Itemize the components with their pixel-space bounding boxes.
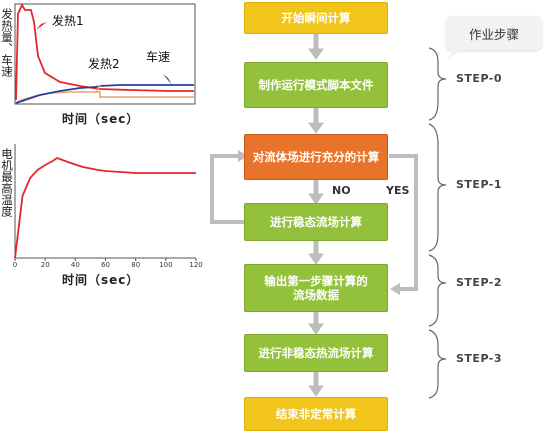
chart2-series-temperature (14, 156, 196, 259)
step-create-script: 制作运行模式脚本文件 (244, 62, 388, 108)
chart1-plot-area (14, 3, 196, 105)
step-brackets (428, 47, 447, 399)
chart1-callout-heat2 (95, 84, 102, 94)
chart1-series-speed (15, 84, 194, 104)
label-step2: STEP-2 (456, 276, 503, 289)
label-step1: STEP-1 (456, 178, 503, 191)
no-loop-connector (210, 154, 244, 224)
chart2-tick-label: 80 (131, 261, 141, 269)
chart1-label-heat1: 发热1 (52, 14, 84, 28)
step-output-flow-data: 输出第一步骤计算的 流场数据 (244, 264, 388, 312)
yes-arrowhead (390, 283, 400, 295)
flow-arrows (308, 32, 324, 397)
chart1-svg (14, 3, 196, 105)
chart2-ylabel: 电机最高温度 (0, 148, 14, 217)
chart2-tick-label: 100 (159, 261, 173, 269)
chart2-xlabel: 时间（sec） (62, 273, 140, 287)
step-full-flow-calc: 对流体场进行充分的计算 (244, 134, 388, 180)
chart1-ylabel: 发热量、车速 (0, 8, 14, 77)
chart1-label-speed: 车速 (146, 50, 171, 64)
chart1-series-heat1 (15, 3, 194, 101)
no-loop-arrowhead (238, 150, 248, 162)
chart2-tick-label: 120 (189, 261, 203, 269)
step-start-transient: 开始瞬间计算 (244, 2, 388, 34)
label-step3: STEP-3 (456, 352, 503, 365)
chart2-svg (14, 144, 197, 261)
chart1-callout-heat1 (36, 22, 47, 30)
chart1-xlabel: 时间（sec） (62, 112, 140, 126)
callout-work-steps: 作业步骤 (446, 16, 542, 50)
bracket-step3 (428, 329, 447, 399)
chart2-tick-label: 20 (40, 261, 50, 269)
chart2-tick-label: 40 (70, 261, 80, 269)
step-end-transient: 结束非定常计算 (244, 397, 388, 431)
chart1-callout-speed (163, 74, 172, 85)
bracket-step1 (428, 123, 447, 252)
bracket-step0 (428, 47, 447, 121)
label-yes: YES (386, 184, 410, 197)
label-step0: STEP-0 (456, 72, 503, 85)
chart1-label-heat2: 发热2 (88, 57, 120, 71)
step-steady-flow-calc: 进行稳态流场计算 (244, 203, 388, 241)
chart2-tick-label: 0 (12, 261, 18, 269)
yes-connector (389, 154, 418, 291)
label-no: NO (332, 184, 351, 197)
step-transient-heat-calc: 进行非稳态热流场计算 (244, 334, 388, 372)
chart2-tick-label: 60 (101, 261, 111, 269)
bracket-step2 (428, 254, 447, 327)
